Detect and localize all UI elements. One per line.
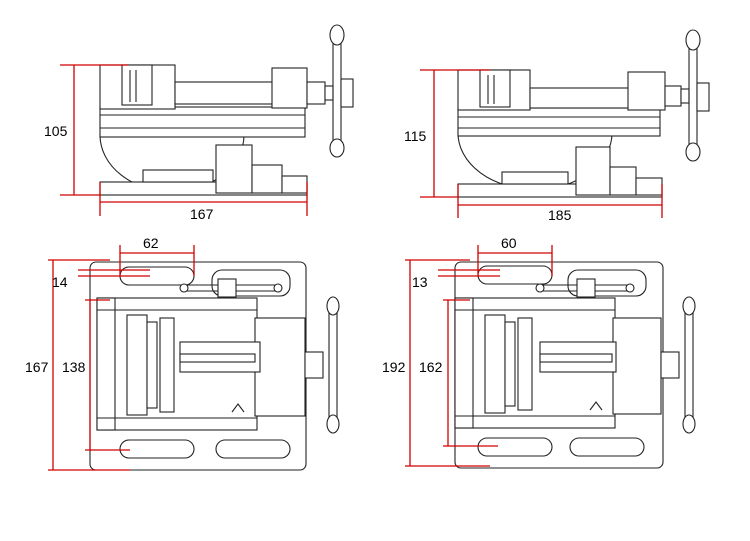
top-view-large-inner-height-label: 162 [419,359,443,375]
side-view-small-dimensions [60,64,308,216]
top-view-small-slot-width-label: 14 [52,274,68,290]
top-view-small-drawing [89,261,340,471]
top-view-small-inner-height-label: 138 [62,359,86,375]
top-view-large-drawing [454,261,696,469]
side-view-large-width-label: 185 [548,207,572,223]
top-view-small-height-label: 167 [25,359,49,375]
side-view-small-height-label: 105 [44,123,68,139]
side-view-small-drawing [99,24,354,196]
top-view-small-slot-spacing-label: 62 [143,235,159,251]
top-view-large-slot-spacing-label: 60 [501,235,517,251]
side-view-large-dimensions [420,69,663,218]
top-view-large-slot-width-label: 13 [412,274,428,290]
top-view-large-height-label: 192 [382,359,406,375]
side-view-large-drawing [457,29,710,198]
side-view-large-height-label: 115 [404,128,427,144]
top-view-large-dimensions [405,245,553,467]
top-view-small-dimensions [48,245,195,471]
side-view-small-width-label: 167 [190,206,214,222]
